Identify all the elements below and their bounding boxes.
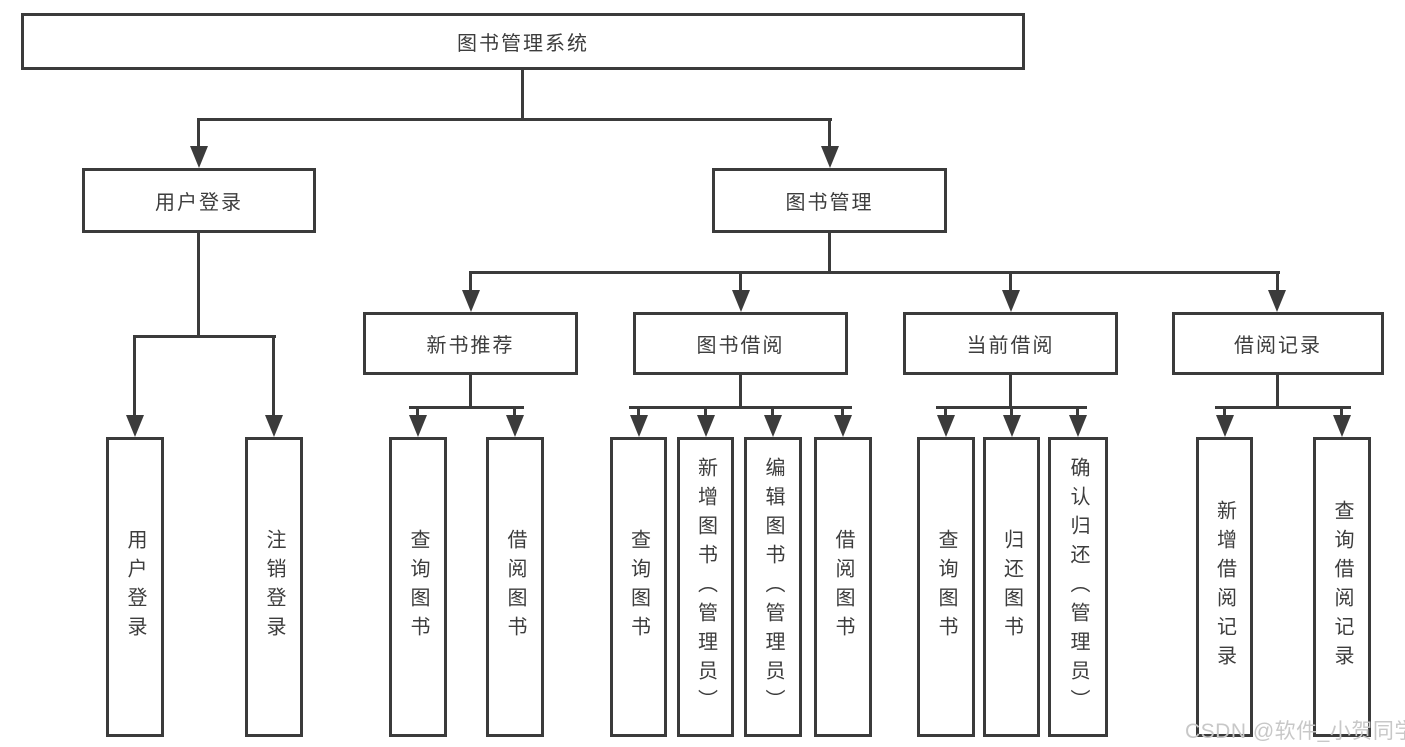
node-user-login: 用户登录: [82, 168, 316, 233]
csdn-watermark: CSDN @软件_小贺同学: [1185, 720, 1405, 743]
arrowhead-icon: [462, 290, 480, 312]
node-label: 查询图书: [935, 529, 957, 645]
node-book-management: 图书管理: [712, 168, 947, 233]
node-label: 图书管理系统: [457, 33, 589, 55]
edge-line: [1215, 406, 1351, 409]
node-label: 查询图书: [627, 529, 650, 645]
edge-line: [272, 336, 275, 416]
node-label: 确认归还（管理员）: [1067, 456, 1089, 718]
leaf-borrow-borrow-books: 借阅图书: [814, 437, 872, 737]
edge-line: [197, 118, 200, 152]
arrowhead-icon: [937, 415, 955, 437]
node-label: 借阅图书: [504, 529, 526, 645]
node-label: 借阅图书: [832, 529, 854, 645]
arrowhead-icon: [1069, 415, 1087, 437]
node-book-borrow: 图书借阅: [633, 312, 848, 375]
edge-line: [828, 233, 831, 274]
node-label: 新书推荐: [426, 335, 515, 357]
leaf-borrow-edit-books-admin: 编辑图书（管理员）: [744, 437, 802, 737]
edge-line: [629, 406, 852, 409]
node-label: 编辑图书（管理员）: [762, 456, 784, 718]
edge-line: [469, 375, 472, 408]
edge-line: [469, 271, 1280, 274]
edge-line: [1010, 408, 1013, 420]
edge-line: [416, 408, 419, 420]
leaf-recommend-query-books: 查询图书: [389, 437, 447, 737]
arrowhead-icon: [1216, 415, 1234, 437]
leaf-current-return-books: 归还图书: [983, 437, 1040, 737]
edge-line: [1340, 408, 1343, 420]
edge-line: [521, 69, 524, 121]
edge-line: [771, 408, 774, 420]
edge-line: [1276, 273, 1279, 295]
edge-line: [637, 408, 640, 420]
leaf-user-login: 用户登录: [106, 437, 164, 737]
node-label: 归还图书: [1000, 529, 1023, 645]
arrowhead-icon: [409, 415, 427, 437]
arrowhead-icon: [190, 146, 208, 168]
edge-line: [409, 406, 524, 409]
node-label: 新增借阅记录: [1213, 500, 1236, 674]
edge-line: [133, 336, 136, 416]
arrowhead-icon: [126, 415, 144, 437]
edge-line: [841, 408, 844, 420]
arrowhead-icon: [732, 290, 750, 312]
edge-line: [1076, 408, 1079, 420]
edge-line: [944, 408, 947, 420]
node-label: 注销登录: [263, 529, 285, 645]
arrowhead-icon: [821, 146, 839, 168]
node-new-book-recommend: 新书推荐: [363, 312, 578, 375]
arrowhead-icon: [697, 415, 715, 437]
node-label: 新增图书（管理员）: [694, 456, 717, 718]
edge-line: [936, 406, 1087, 409]
leaf-current-confirm-return-admin: 确认归还（管理员）: [1048, 437, 1108, 737]
leaf-records-add-record: 新增借阅记录: [1196, 437, 1253, 737]
edge-line: [133, 335, 276, 338]
node-current-borrow: 当前借阅: [903, 312, 1118, 375]
edge-line: [1009, 375, 1012, 408]
arrowhead-icon: [1333, 415, 1351, 437]
edge-line: [828, 118, 831, 152]
edge-line: [197, 233, 200, 337]
arrowhead-icon: [764, 415, 782, 437]
leaf-recommend-borrow-books: 借阅图书: [486, 437, 544, 737]
node-label: 图书管理: [785, 192, 874, 214]
arrowhead-icon: [630, 415, 648, 437]
edge-line: [704, 408, 707, 420]
node-label: 查询借阅记录: [1331, 500, 1353, 674]
edge-line: [739, 273, 742, 295]
leaf-records-query-record: 查询借阅记录: [1313, 437, 1371, 737]
edge-line: [1276, 375, 1279, 408]
edge-line: [197, 118, 832, 121]
edge-line: [469, 273, 472, 295]
arrowhead-icon: [834, 415, 852, 437]
node-label: 当前借阅: [966, 335, 1055, 357]
arrowhead-icon: [1268, 290, 1286, 312]
node-label: 借阅记录: [1234, 335, 1322, 357]
edge-line: [513, 408, 516, 420]
arrowhead-icon: [1002, 290, 1020, 312]
arrowhead-icon: [1003, 415, 1021, 437]
arrowhead-icon: [506, 415, 524, 437]
node-root-system: 图书管理系统: [21, 13, 1025, 70]
node-label: 用户登录: [155, 192, 243, 214]
node-borrow-records: 借阅记录: [1172, 312, 1384, 375]
node-label: 图书借阅: [696, 335, 785, 357]
leaf-current-query-books: 查询图书: [917, 437, 975, 737]
leaf-borrow-query-books: 查询图书: [610, 437, 667, 737]
leaf-logout: 注销登录: [245, 437, 303, 737]
arrowhead-icon: [265, 415, 283, 437]
node-label: 用户登录: [124, 529, 146, 645]
edge-line: [739, 375, 742, 408]
edge-line: [1223, 408, 1226, 420]
node-label: 查询图书: [407, 529, 429, 645]
leaf-borrow-add-books-admin: 新增图书（管理员）: [677, 437, 734, 737]
edge-line: [1009, 273, 1012, 295]
